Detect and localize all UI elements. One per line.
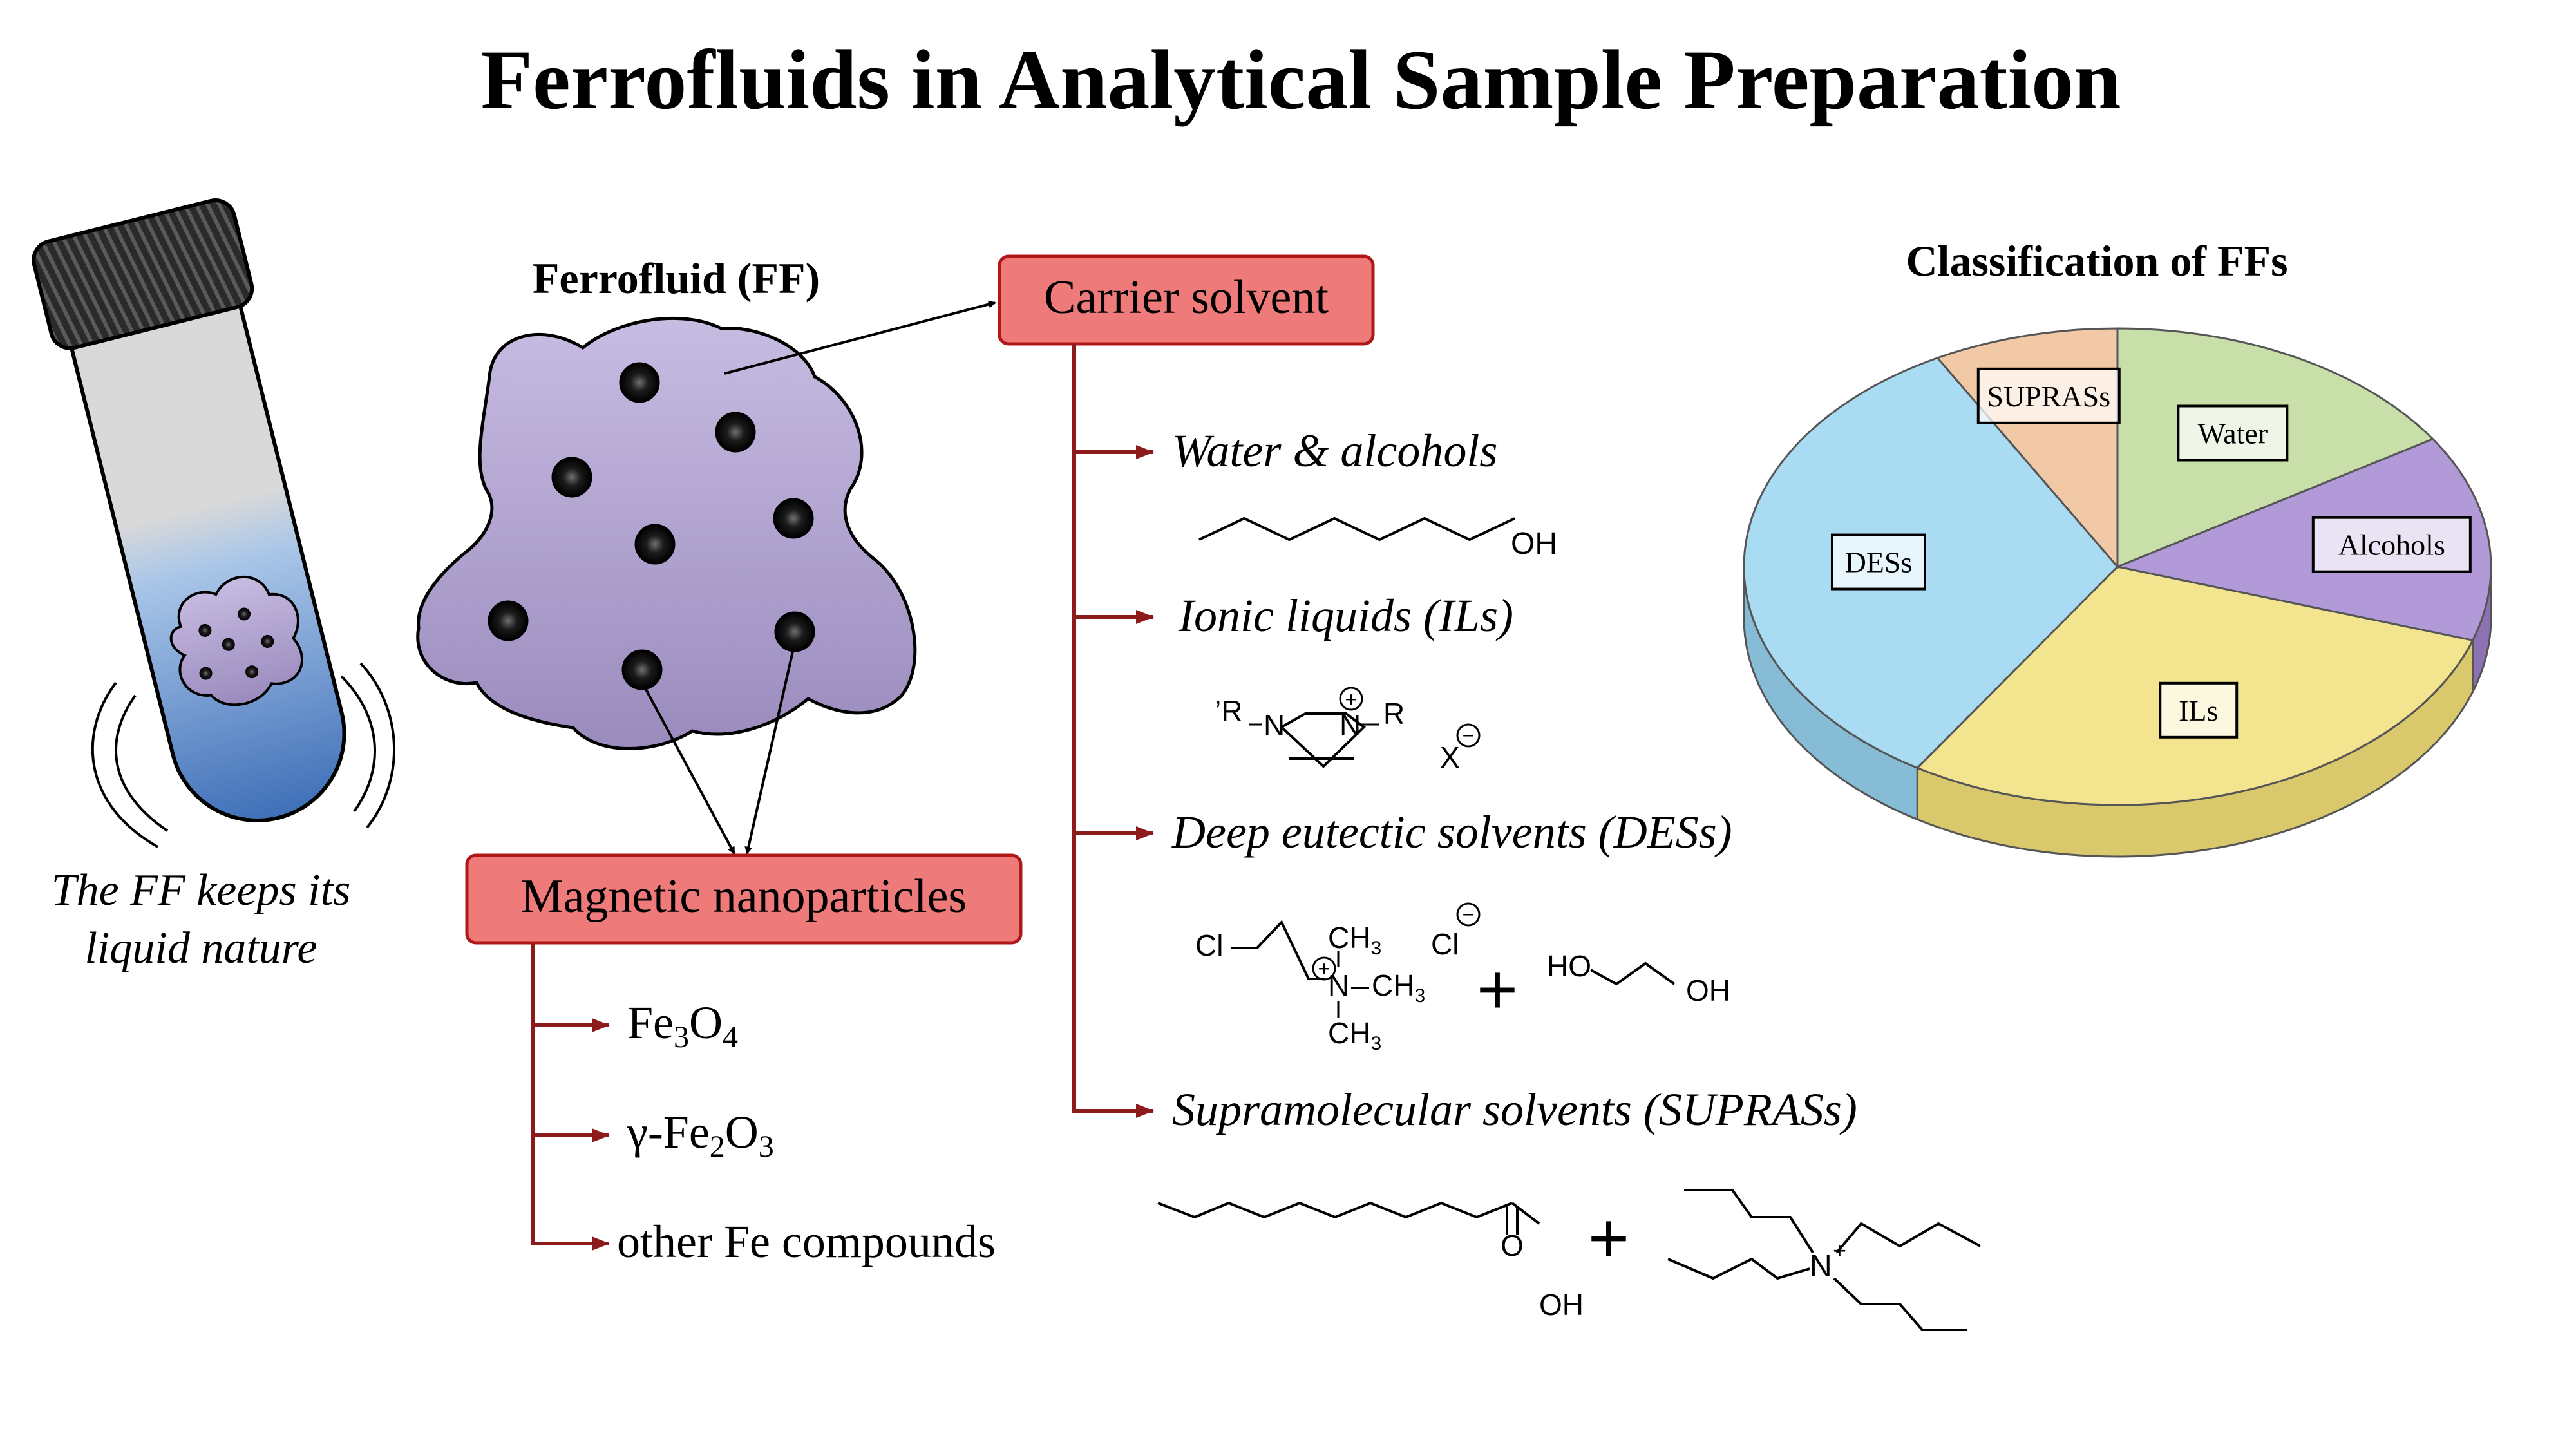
des-nitrogen: N xyxy=(1328,969,1349,1002)
svg-text:DESs: DESs xyxy=(1845,546,1913,579)
tube-caption-line-1: The FF keeps its xyxy=(52,866,351,915)
nanoparticle xyxy=(488,600,529,641)
carrier-solvent-label: Carrier solvent xyxy=(1044,271,1329,324)
ferrofluid-label: Ferrofluid (FF) xyxy=(533,254,820,303)
np-other-fe-compounds: other Fe compounds xyxy=(617,1216,996,1267)
svg-text:Alcohols: Alcohols xyxy=(2338,529,2445,562)
il-cation-charge: + xyxy=(1345,688,1358,711)
np-gamma-fe2o3: γ-Fe2O3 xyxy=(627,1106,774,1164)
acid-carbonyl-o: O xyxy=(1501,1229,1524,1262)
nanoparticle xyxy=(621,649,663,690)
np-fe3o4: Fe3O4 xyxy=(627,997,738,1054)
supras-structure: O OH + N + xyxy=(1157,1189,1981,1331)
octanol-structure: OH xyxy=(1198,516,1557,561)
shake-lines xyxy=(91,662,395,848)
svg-text:Water: Water xyxy=(2197,417,2268,450)
des-methyl-right: CH3 xyxy=(1372,969,1425,1007)
pie-label-dess: DESs xyxy=(1830,533,1926,591)
pie-label-ils: ILs xyxy=(2159,681,2239,739)
des-anion-charge: − xyxy=(1463,903,1475,926)
svg-text:ILs: ILs xyxy=(2179,694,2218,727)
figure-title: Ferrofluids in Analytical Sample Prepara… xyxy=(480,32,2121,127)
il-substituent-rp: ’R xyxy=(1215,694,1242,728)
magnetic-nanoparticles-box xyxy=(465,853,1023,945)
test-tube-illustration: The FF keeps its liquid nature xyxy=(32,198,395,973)
nanoparticle xyxy=(619,362,660,403)
tube-ferrofluid-droplet xyxy=(169,575,303,706)
nanoparticle xyxy=(634,524,676,565)
des-cation-charge: + xyxy=(1318,957,1331,980)
il-anion-x: X xyxy=(1440,741,1460,774)
octanol-oh-label: OH xyxy=(1511,527,1557,561)
supras-plus-sign: + xyxy=(1588,1198,1629,1278)
svg-text:SUPRASs: SUPRASs xyxy=(1987,380,2110,413)
tube-cap xyxy=(32,198,254,350)
nanoparticle xyxy=(773,498,814,539)
pie-label-alcohols: Alcohols xyxy=(2311,516,2472,573)
nanoparticle xyxy=(715,412,756,453)
il-nitrogen-1: N xyxy=(1264,708,1285,742)
solvent-ionic-liquids: Ionic liquids (ILs) xyxy=(1178,590,1513,641)
des-glycol-ho: HO xyxy=(1547,949,1591,983)
pie-slice-dess xyxy=(1743,357,2119,770)
ferrofluid-blob-group: Ferrofluid (FF) xyxy=(416,254,996,855)
des-glycol-oh: OH xyxy=(1686,974,1730,1007)
des-plus-sign: + xyxy=(1477,950,1518,1029)
pie-label-suprass: SUPRASs xyxy=(1976,367,2121,424)
il-anion-charge: − xyxy=(1463,724,1475,747)
pie-label-water: Water xyxy=(2177,404,2289,462)
tube-caption-line-2: liquid nature xyxy=(84,923,317,973)
nanoparticle xyxy=(551,457,592,498)
carrier-solvent-branch: Carrier solvent Water & alcohols Ionic l… xyxy=(998,254,1981,1331)
arrow-to-nanoparticles-2 xyxy=(744,648,795,855)
acid-hydroxyl-oh: OH xyxy=(1539,1288,1584,1321)
nanoparticle xyxy=(774,611,815,652)
tba-nitrogen: N xyxy=(1810,1249,1832,1283)
pie-slice-alcohols xyxy=(2114,437,2492,642)
il-nitrogen-2: N xyxy=(1340,708,1361,742)
il-substituent-r: R xyxy=(1383,697,1405,730)
nanoparticles-branch: Magnetic nanoparticles Fe3O4 γ-Fe2O3 oth… xyxy=(465,853,1023,1267)
des-structure: Cl + N CH3 CH3 CH3 Cl − + HO OH xyxy=(1195,902,1730,1054)
solvent-supramolecular: Supramolecular solvents (SUPRASs) xyxy=(1172,1084,1857,1135)
des-methyl-bottom: CH3 xyxy=(1328,1016,1381,1054)
des-methyl-top: CH3 xyxy=(1328,921,1381,959)
pie-chart-title: Classification of FFs xyxy=(1906,236,2287,285)
arrow-to-carrier xyxy=(724,300,996,375)
solvent-deep-eutectic: Deep eutectic solvents (DESs) xyxy=(1171,806,1732,858)
arrow-to-nanoparticles-1 xyxy=(643,685,735,855)
solvent-water-alcohols: Water & alcohols xyxy=(1172,425,1497,477)
des-chloro: Cl xyxy=(1195,929,1223,962)
imidazolium-structure: ’R N N R + X − xyxy=(1215,687,1481,774)
des-chloride-ion: Cl xyxy=(1431,927,1459,961)
carrier-solvent-box xyxy=(998,254,1375,346)
magnetic-nanoparticles-label: Magnetic nanoparticles xyxy=(521,870,967,923)
